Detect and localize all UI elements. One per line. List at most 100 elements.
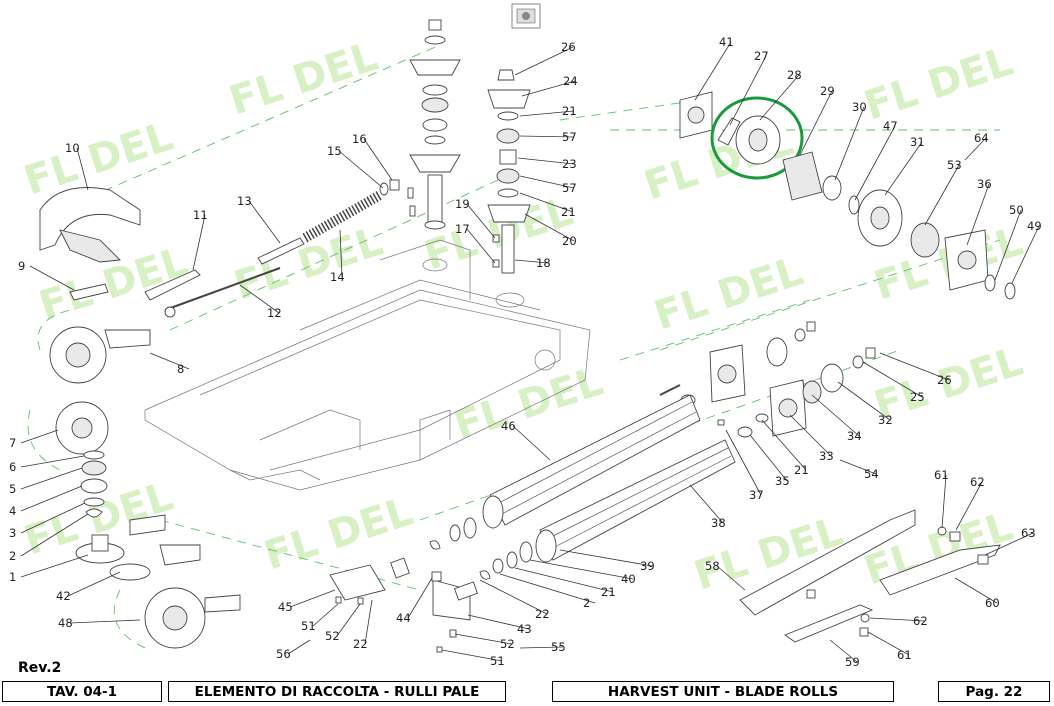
part-callout-52: 52	[325, 629, 340, 643]
leader-line	[20, 502, 86, 534]
part-callout-6: 6	[9, 460, 16, 474]
leader-line	[336, 603, 361, 637]
guard-60	[879, 526, 1001, 596]
leader-line	[312, 603, 339, 627]
spring-14	[302, 190, 383, 243]
leader-line	[512, 425, 551, 461]
bracket-9	[69, 283, 109, 301]
watermark-logo: FL DEL	[229, 219, 389, 310]
part-callout-54: 54	[864, 467, 879, 481]
part-callout-4: 4	[9, 504, 16, 518]
gear-assembly-29-31	[782, 151, 1016, 300]
leader-line	[20, 467, 83, 490]
leader-line	[729, 55, 767, 126]
leader-line	[749, 434, 788, 482]
chain-guide-10	[39, 187, 141, 263]
part-callout-57: 57	[562, 181, 577, 195]
leader-line	[839, 459, 877, 475]
guard-58	[739, 509, 916, 616]
bearing-stack-left	[80, 450, 108, 518]
part-callout-56: 56	[276, 647, 291, 661]
part-callout-31: 31	[910, 135, 925, 149]
part-callout-21: 21	[562, 104, 577, 118]
leader-line	[519, 110, 575, 117]
part-callout-2: 2	[583, 596, 590, 610]
leader-line	[466, 228, 496, 264]
part-callout-44: 44	[396, 611, 411, 625]
part-callout-14: 14	[330, 270, 345, 284]
part-callout-50: 50	[1009, 203, 1024, 217]
chassis-frame	[144, 239, 591, 491]
leader-line	[799, 90, 833, 156]
part-callout-30: 30	[852, 100, 867, 114]
part-callout-57: 57	[562, 130, 577, 144]
part-callout-40: 40	[621, 572, 636, 586]
leader-line	[519, 135, 575, 138]
leader-line	[67, 571, 121, 597]
part-callout-28: 28	[787, 68, 802, 82]
leader-line	[20, 485, 83, 512]
leader-line	[759, 74, 800, 121]
part-callout-21: 21	[794, 463, 809, 477]
leader-line	[248, 200, 281, 244]
part-callout-42: 42	[56, 589, 71, 603]
drive-components-32-37	[680, 321, 876, 438]
part-callout-23: 23	[562, 157, 577, 171]
leader-line	[529, 559, 634, 580]
part-callout-48: 48	[58, 616, 73, 630]
leader-line	[499, 573, 596, 604]
watermark-logo: FL DEL	[224, 34, 384, 125]
leader-line	[149, 352, 190, 370]
leader-line	[466, 203, 496, 239]
leader-line	[364, 599, 373, 645]
leader-line	[467, 614, 530, 630]
leader-line	[689, 484, 724, 524]
right-sprocket-stack	[487, 69, 531, 274]
watermark-logo: FL DEL	[859, 39, 1019, 130]
leader-line	[29, 265, 75, 291]
part-callout-63: 63	[1021, 526, 1036, 540]
part-callout-8: 8	[177, 362, 184, 376]
part-callout-52: 52	[500, 637, 515, 651]
leader-line	[239, 284, 280, 314]
washer-nut-15-16	[379, 179, 400, 196]
pins-17-19	[407, 187, 500, 268]
part-callout-61: 61	[934, 468, 949, 482]
leader-line	[862, 361, 923, 398]
part-callout-16: 16	[352, 132, 367, 146]
part-callout-5: 5	[9, 482, 16, 496]
part-callout-33: 33	[819, 449, 834, 463]
leader-line	[854, 125, 896, 201]
leader-line	[514, 46, 574, 76]
part-callout-58: 58	[705, 559, 720, 573]
leader-line	[924, 164, 960, 226]
leader-line	[287, 639, 311, 655]
part-callout-21: 21	[561, 205, 576, 219]
flange-41	[679, 91, 713, 139]
central-sprocket-stack	[409, 19, 461, 230]
revision-label: Rev.2	[18, 660, 62, 676]
part-callout-22: 22	[353, 637, 368, 651]
rod-13	[257, 237, 305, 265]
part-callout-27: 27	[754, 49, 769, 63]
part-callout-36: 36	[977, 177, 992, 191]
hub-42	[109, 544, 201, 581]
leader-line	[761, 419, 807, 471]
part-callout-18: 18	[536, 256, 551, 270]
leader-line	[514, 567, 614, 593]
leader-line	[559, 549, 653, 567]
part-callout-39: 39	[640, 559, 655, 573]
watermark-logo: FL DEL	[449, 359, 609, 450]
part-callout-26: 26	[561, 40, 576, 54]
support-45-56	[329, 557, 410, 605]
sprocket-7	[55, 401, 109, 455]
blade-roll-46	[482, 384, 701, 529]
sprocket-8	[49, 326, 151, 384]
leader-line	[834, 106, 865, 181]
leader-line	[20, 513, 89, 557]
leader-line	[289, 589, 336, 608]
part-callout-22: 22	[535, 607, 550, 621]
title-italian: ELEMENTO DI RACCOLTA - RULLI PALE	[168, 681, 506, 702]
leader-line	[837, 381, 891, 421]
